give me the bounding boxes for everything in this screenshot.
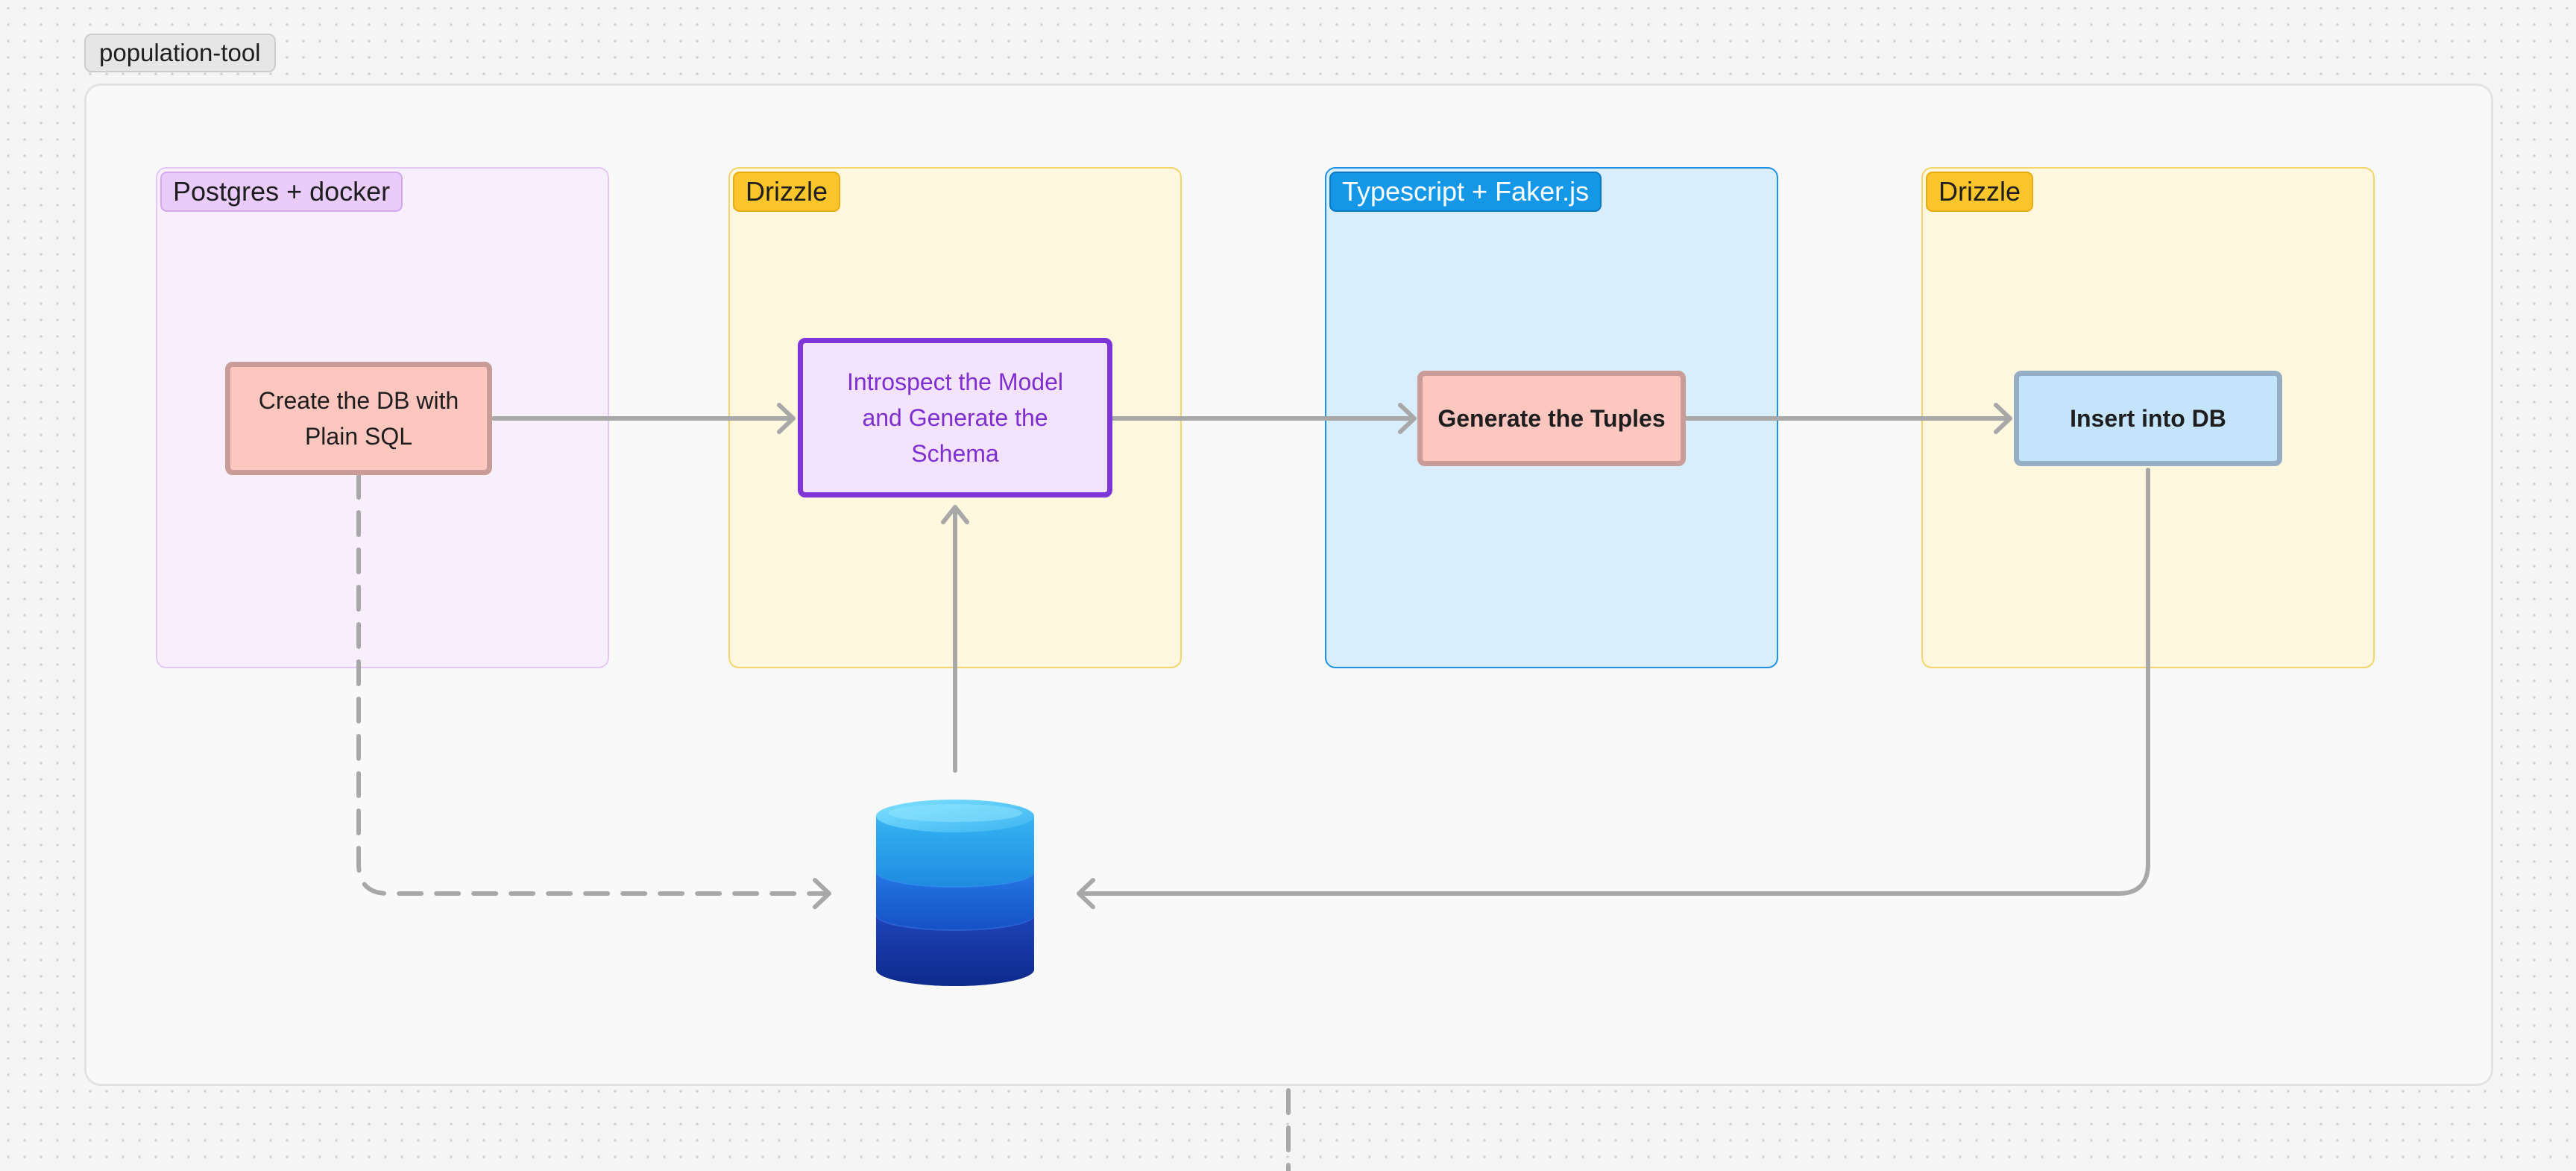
dashed-arrow-create-to-database xyxy=(356,473,831,896)
section-label-drizzle-insert: Drizzle xyxy=(1926,172,2034,212)
arrowhead-insert-to-database xyxy=(1077,878,1095,909)
section-label-typescript-faker: Typescript + Faker.js xyxy=(1329,172,1602,212)
arrowhead-introspect-to-generate xyxy=(1398,403,1417,434)
arrowhead-database-to-introspect xyxy=(941,505,969,524)
frame-label[interactable]: population-tool xyxy=(84,34,276,72)
node-create-db[interactable]: Create the DB with Plain SQL xyxy=(225,362,492,475)
node-generate-tuples[interactable]: Generate the Tuples xyxy=(1417,371,1686,466)
section-label-postgres-docker: Postgres + docker xyxy=(160,172,403,212)
arrowhead-generate-to-insert xyxy=(1994,403,2012,434)
node-insert-into-db[interactable]: Insert into DB xyxy=(2014,371,2282,466)
arrowhead-create-to-introspect xyxy=(777,403,796,434)
node-introspect-schema[interactable]: Introspect the Model and Generate the Sc… xyxy=(798,338,1112,497)
section-label-drizzle-introspect: Drizzle xyxy=(733,172,841,212)
database-icon[interactable] xyxy=(866,791,1045,992)
arrow-insert-to-database xyxy=(1077,468,2150,896)
arrowhead-create-to-database xyxy=(813,878,831,909)
